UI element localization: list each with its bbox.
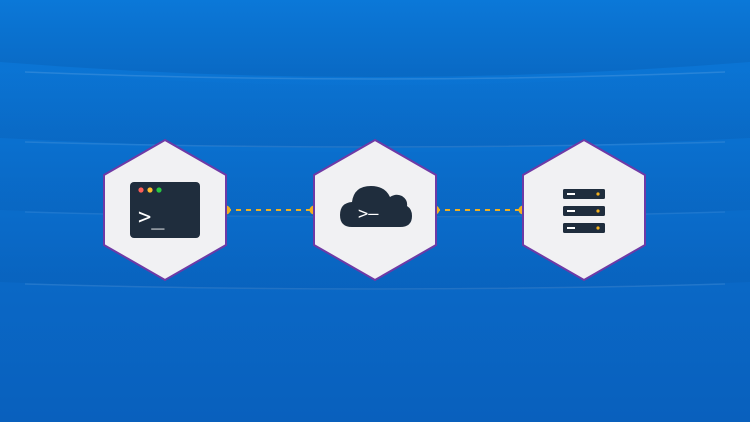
cloud-terminal-icon: >– — [340, 186, 412, 227]
terminal-window-icon: >_ — [130, 182, 200, 238]
server-unit — [563, 206, 605, 216]
server-node — [522, 138, 646, 282]
window-dot-red — [138, 187, 144, 193]
server-unit — [563, 189, 605, 199]
terminal-prompt: >_ — [138, 205, 165, 230]
cloud-node: >– — [313, 138, 437, 282]
window-dot-green — [156, 187, 162, 193]
terminal-node: >_ — [103, 138, 227, 282]
server-unit — [563, 223, 605, 233]
server-rack-icon — [563, 189, 605, 233]
cloud-prompt: >– — [358, 204, 379, 224]
window-dot-yellow — [147, 187, 153, 193]
